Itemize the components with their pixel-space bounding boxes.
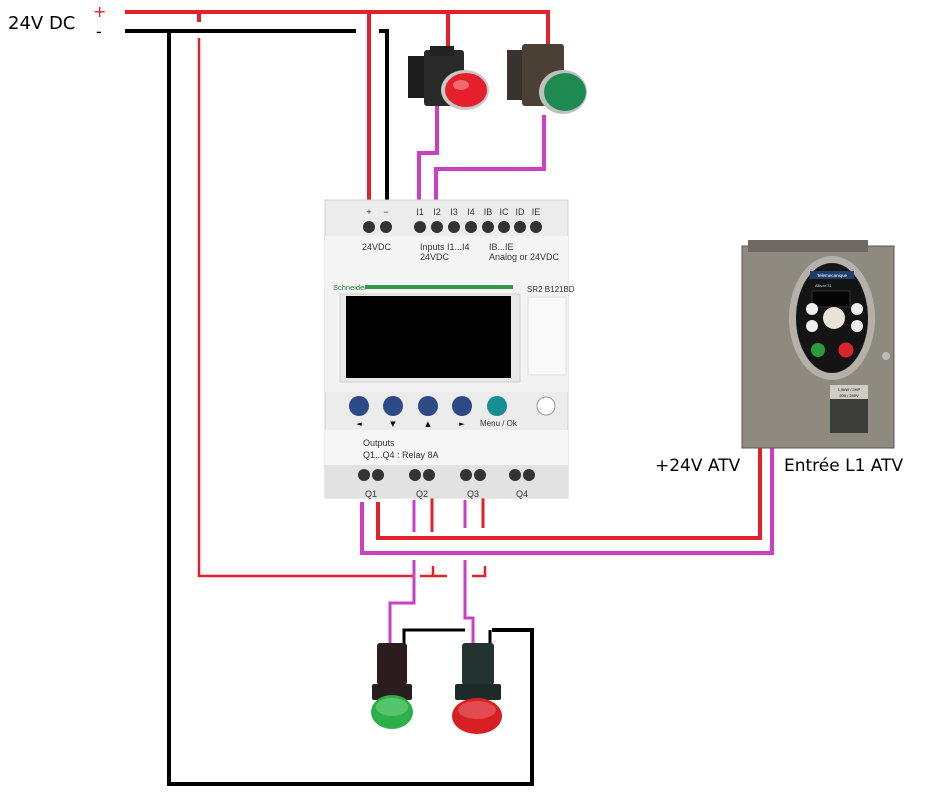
drive-jog-dial[interactable] — [823, 307, 845, 329]
input-label-ic: IC — [500, 207, 510, 217]
supply-plus-label: + — [93, 2, 107, 21]
q3-to-red-light-wire — [463, 560, 475, 645]
green-pilot-light — [371, 643, 413, 729]
output-label-q2: Q2 — [416, 489, 428, 499]
inputs-label-line2: 24VDC — [420, 252, 450, 262]
outputs-label-line1: Outputs — [363, 438, 395, 448]
input-terminal-ie[interactable] — [530, 221, 542, 233]
relay-q1-terminal-1[interactable] — [358, 469, 370, 481]
drive-run-button[interactable] — [811, 343, 825, 357]
down-arrow-icon: ▼ — [390, 420, 396, 428]
plc-plus-terminal[interactable] — [363, 221, 375, 233]
input-terminal-id[interactable] — [514, 221, 526, 233]
green-pushbutton[interactable] — [507, 44, 587, 114]
relay-q4-terminal-2[interactable] — [523, 469, 535, 481]
drive-down-button[interactable] — [806, 320, 818, 332]
input-terminal-i2[interactable] — [431, 221, 443, 233]
drive-screw-icon — [882, 352, 890, 360]
menu-ok-label: Menu / Ok — [480, 419, 518, 428]
plc-minus-terminal[interactable] — [380, 221, 392, 233]
altivar-drive: Telemecanique Altivar 31 1,5kW / 2HP 200… — [741, 240, 895, 449]
output-label-q4: Q4 — [516, 489, 528, 499]
drive-rating-line2: 200 / 240V — [839, 393, 859, 398]
atv-24v-label: +24V ATV — [655, 456, 741, 476]
left-arrow-icon: ◄ — [356, 420, 362, 428]
negative-to-green-light-wire — [402, 628, 465, 645]
plc-module: + − 24VDC I1 I2 I3 I4 IB IC ID IE Inputs… — [324, 199, 575, 499]
positive-to-relay-common-wire — [197, 38, 414, 578]
input-terminal-i1[interactable] — [414, 221, 426, 233]
plc-input-terminals: I1 I2 I3 I4 IB IC ID IE — [414, 207, 542, 233]
red-pushbutton[interactable] — [408, 46, 489, 110]
supply-voltage-label: 24V DC — [8, 13, 76, 34]
negative-return-loop-wire — [167, 31, 534, 786]
relay-q1-terminal-2[interactable] — [372, 469, 384, 481]
relay-q4-terminal-1[interactable] — [509, 469, 521, 481]
input-label-ie: IE — [532, 207, 541, 217]
drive-display — [811, 290, 851, 308]
drive-rating-line1: 1,5kW / 2HP — [838, 387, 861, 392]
positive-rail-wire — [125, 10, 550, 50]
supply-minus-label: - — [96, 22, 102, 41]
drive-stop-button[interactable] — [838, 342, 854, 358]
input-label-i2: I2 — [433, 207, 441, 217]
input-label-id: ID — [516, 207, 526, 217]
drive-model-label: Altivar 31 — [815, 283, 832, 288]
relay-q3-terminal-2[interactable] — [474, 469, 486, 481]
plc-model-label: SR2 B121BD — [527, 285, 575, 294]
q1-to-atv-24v-wire — [376, 448, 762, 540]
input-label-ib: IB — [484, 207, 493, 217]
plc-menu-ok-button[interactable] — [487, 396, 507, 416]
relay-q2-terminal-1[interactable] — [409, 469, 421, 481]
input-terminal-ib[interactable] — [482, 221, 494, 233]
green-pushbutton-to-i2-wire — [434, 115, 546, 204]
relay-q3-common-wire — [472, 566, 487, 578]
red-pushbutton-to-i1-wire — [417, 106, 439, 204]
analog-label-line2: Analog or 24VDC — [489, 252, 560, 262]
negative-to-plc-wire — [379, 29, 389, 204]
input-terminal-i4[interactable] — [465, 221, 477, 233]
output-label-q3: Q3 — [467, 489, 479, 499]
output-label-q1: Q1 — [365, 489, 377, 499]
plc-shift-button[interactable] — [536, 396, 556, 416]
plc-right-button[interactable] — [452, 396, 472, 416]
drive-up-button[interactable] — [806, 303, 818, 315]
atv-l1-input-label: Entrée L1 ATV — [784, 456, 904, 476]
plc-minus-terminal-label: − — [383, 207, 388, 217]
plc-brand-logo: Schneider — [333, 283, 367, 292]
plc-up-button[interactable] — [418, 396, 438, 416]
drive-esc-button[interactable] — [851, 303, 863, 315]
relay-q2-terminal-2[interactable] — [423, 469, 435, 481]
red-pilot-light — [452, 643, 502, 734]
drive-warning-plate — [830, 399, 868, 433]
q1-to-atv-l1-wire — [360, 448, 774, 555]
q2-to-green-light-wire — [388, 560, 416, 645]
plc-left-button[interactable] — [349, 396, 369, 416]
input-label-i3: I3 — [450, 207, 458, 217]
relay-q3-terminal-1[interactable] — [460, 469, 472, 481]
input-label-i4: I4 — [467, 207, 475, 217]
drive-ent-button[interactable] — [851, 320, 863, 332]
wires — [125, 10, 774, 786]
plc-plus-terminal-label: + — [366, 207, 371, 217]
plc-output-terminals: Q1 Q2 Q3 Q4 — [358, 469, 535, 499]
drive-brand-label: Telemecanique — [817, 273, 848, 278]
analog-label-line1: IB...IE — [489, 242, 514, 252]
inputs-label-line1: Inputs I1...I4 — [420, 242, 470, 252]
plc-down-button[interactable] — [383, 396, 403, 416]
plc-keypad: ◄ ▼ ▲ ► Menu / Ok — [349, 396, 556, 428]
right-arrow-icon: ► — [459, 420, 465, 428]
input-terminal-i3[interactable] — [448, 221, 460, 233]
up-arrow-icon: ▲ — [425, 420, 431, 428]
plc-power-label: 24VDC — [362, 242, 392, 252]
plc-lcd-display — [346, 296, 511, 378]
input-terminal-ic[interactable] — [498, 221, 510, 233]
input-label-i1: I1 — [416, 207, 424, 217]
outputs-label-line2: Q1...Q4 : Relay 8A — [363, 450, 439, 460]
